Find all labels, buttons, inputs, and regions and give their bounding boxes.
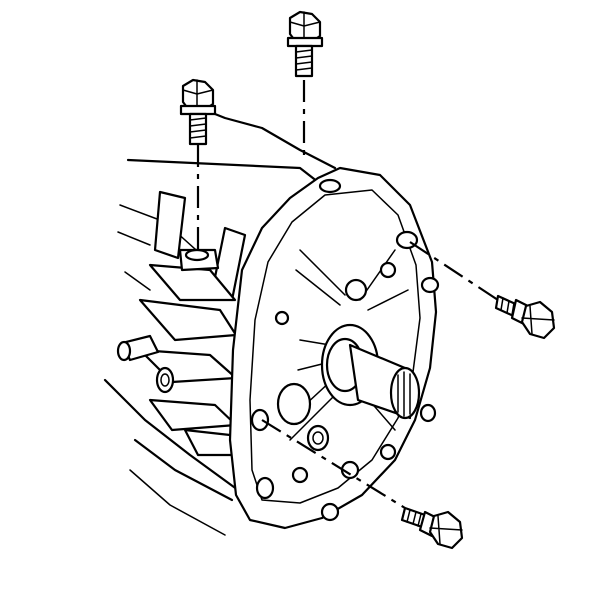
bolt-left: [179, 78, 217, 146]
alignment-line-bottom: [261, 419, 406, 509]
alignment-line-right: [409, 241, 499, 301]
bolt-bottom: [400, 506, 464, 550]
extension-housing-flange: [228, 166, 440, 530]
alignment-lines: [196, 80, 499, 509]
bolt-right: [494, 294, 556, 340]
output-shaft: [348, 343, 437, 423]
bolt-top: [286, 10, 324, 78]
transmission-case: [103, 106, 337, 536]
